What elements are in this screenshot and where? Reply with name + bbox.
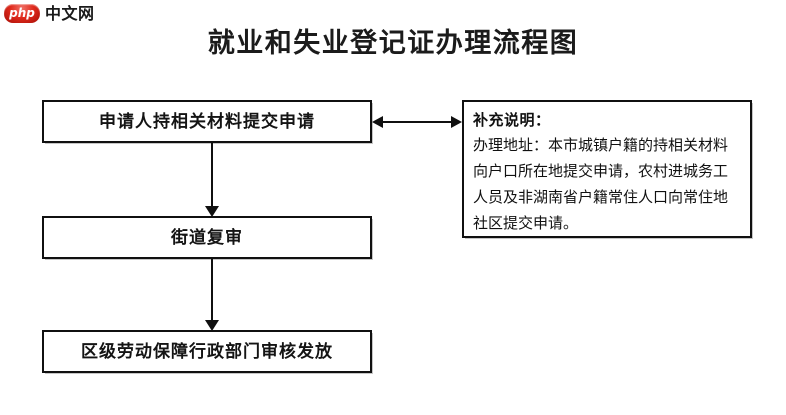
site-name-label: 中文网 xyxy=(45,3,95,23)
flow-step-label: 申请人持相关材料提交申请 xyxy=(99,111,315,132)
supplementary-note-panel: 补充说明： 办理地址：本市城镇户籍的持相关材料 向户口所在地提交申请，农村进城务… xyxy=(462,100,752,238)
arrow-shaft xyxy=(211,259,213,320)
flow-step-label: 区级劳动保障行政部门审核发放 xyxy=(81,341,333,362)
note-header-label: 补充说明： xyxy=(473,111,551,129)
arrow-head-down-icon xyxy=(205,206,219,217)
site-logo: php 中文网 xyxy=(4,3,95,23)
note-line: 社区提交申请。 xyxy=(473,214,579,232)
page-title: 就业和失业登记证办理流程图 xyxy=(207,28,579,59)
flow-step-label: 街道复审 xyxy=(171,227,243,248)
arrow-down-apply-to-review xyxy=(205,143,219,217)
flow-step-apply: 申请人持相关材料提交申请 xyxy=(42,100,372,143)
flow-step-issue: 区级劳动保障行政部门审核发放 xyxy=(42,330,372,373)
arrow-head-down-icon xyxy=(205,320,219,331)
arrow-shaft xyxy=(211,143,213,206)
note-line: 办理地址：本市城镇户籍的持相关材料 xyxy=(473,136,729,154)
php-badge-icon: php xyxy=(4,3,40,23)
arrow-head-right-icon xyxy=(451,116,462,128)
note-line: 向户口所在地提交申请，农村进城务工 xyxy=(473,162,729,180)
arrow-shaft xyxy=(382,121,452,123)
arrow-head-left-icon xyxy=(372,116,383,128)
arrow-down-review-to-issue xyxy=(205,259,219,331)
note-line: 人员及非湖南省户籍常住人口向常住地 xyxy=(473,188,729,206)
arrow-bidirectional-apply-to-note xyxy=(372,115,462,129)
flow-step-review: 街道复审 xyxy=(42,216,372,259)
